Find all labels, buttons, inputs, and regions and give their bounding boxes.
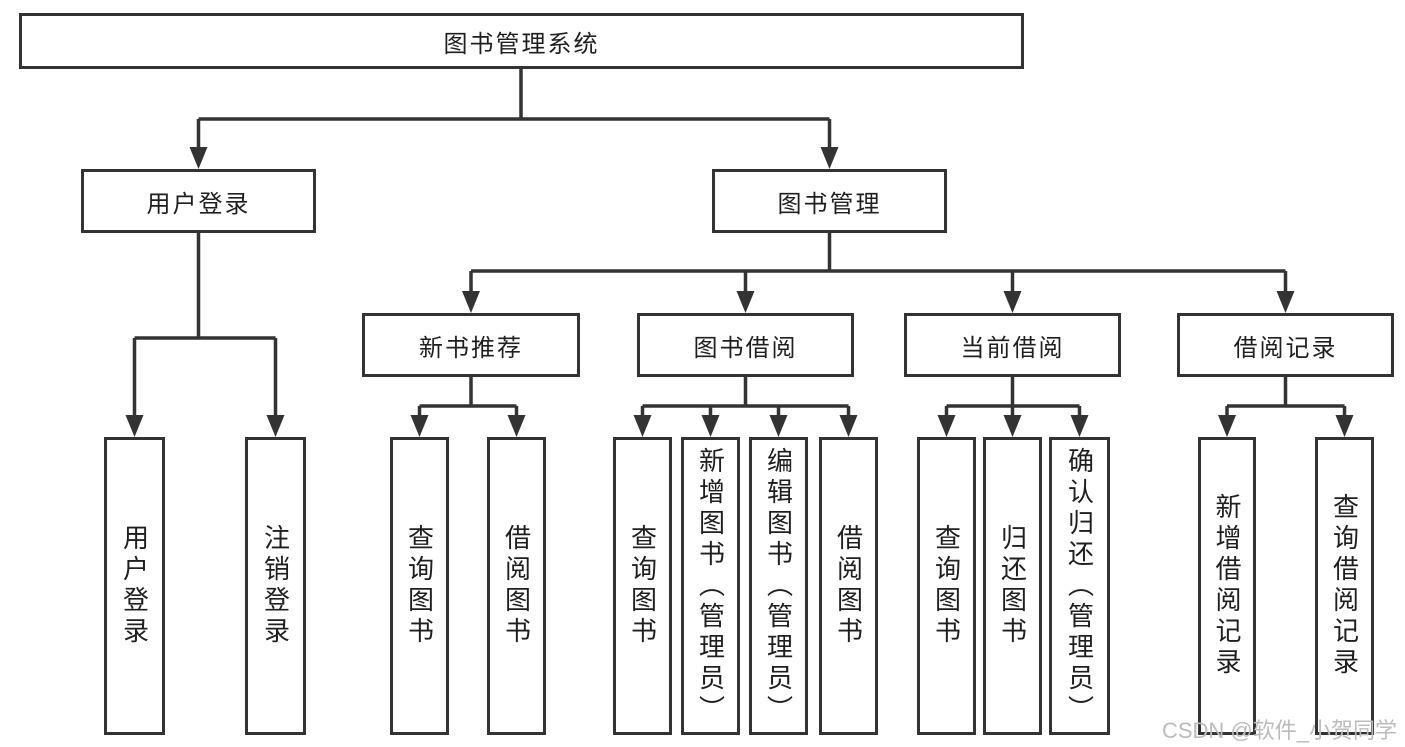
leaf-add-books-admin: 新增图书（管理员） (681, 437, 740, 735)
leaf-query-books-borrowing-label: 查询图书 (627, 524, 658, 648)
leaf-query-books-recommend: 查询图书 (390, 437, 449, 735)
leaf-query-books-recommend-label: 查询图书 (404, 524, 435, 648)
node-current-borrowing: 当前借阅 (904, 313, 1121, 377)
node-user-login: 用户登录 (81, 169, 316, 233)
node-new-book-recommend-label: 新书推荐 (419, 334, 523, 362)
leaf-borrow-books-label: 借阅图书 (833, 524, 864, 648)
node-borrowing-records-label: 借阅记录 (1233, 334, 1338, 362)
node-book-borrowing: 图书借阅 (637, 313, 854, 377)
leaf-return-books-label: 归还图书 (997, 524, 1028, 648)
leaf-query-borrow-record-label: 查询借阅记录 (1329, 493, 1360, 679)
leaf-confirm-return-admin-label: 确认归还（管理员） (1064, 446, 1095, 726)
node-borrowing-records: 借阅记录 (1177, 313, 1394, 377)
leaf-query-borrow-record: 查询借阅记录 (1315, 437, 1374, 735)
leaf-edit-books-admin: 编辑图书（管理员） (749, 437, 808, 735)
watermark: CSDN @软件_小贺同学 (1161, 718, 1397, 743)
leaf-user-login-label: 用户登录 (119, 524, 150, 648)
leaf-query-books-borrowing: 查询图书 (613, 437, 672, 735)
leaf-edit-books-admin-label: 编辑图书（管理员） (763, 446, 794, 726)
leaf-confirm-return-admin: 确认归还（管理员） (1049, 437, 1110, 735)
leaf-add-borrow-record-label: 新增借阅记录 (1212, 493, 1242, 679)
leaf-logout: 注销登录 (245, 437, 306, 735)
node-book-management: 图书管理 (712, 169, 947, 233)
leaf-add-borrow-record: 新增借阅记录 (1198, 437, 1256, 735)
node-new-book-recommend: 新书推荐 (362, 313, 580, 377)
leaf-borrow-books: 借阅图书 (819, 437, 878, 735)
leaf-user-login: 用户登录 (104, 437, 165, 735)
node-book-management-label: 图书管理 (777, 190, 882, 218)
arrowheads (125, 147, 1354, 437)
leaf-add-books-admin-label: 新增图书（管理员） (695, 446, 726, 726)
leaf-borrow-books-recommend: 借阅图书 (487, 437, 546, 735)
node-library-system: 图书管理系统 (19, 13, 1024, 69)
leaf-borrow-books-recommend-label: 借阅图书 (501, 524, 532, 648)
node-library-system-label: 图书管理系统 (443, 30, 600, 58)
node-user-login-label: 用户登录 (146, 190, 251, 218)
node-current-borrowing-label: 当前借阅 (960, 334, 1065, 362)
leaf-query-books-current-label: 查询图书 (931, 524, 962, 648)
leaf-logout-label: 注销登录 (260, 524, 291, 648)
leaf-return-books: 归还图书 (983, 437, 1042, 735)
node-book-borrowing-label: 图书借阅 (693, 334, 798, 362)
leaf-query-books-current: 查询图书 (917, 437, 976, 735)
